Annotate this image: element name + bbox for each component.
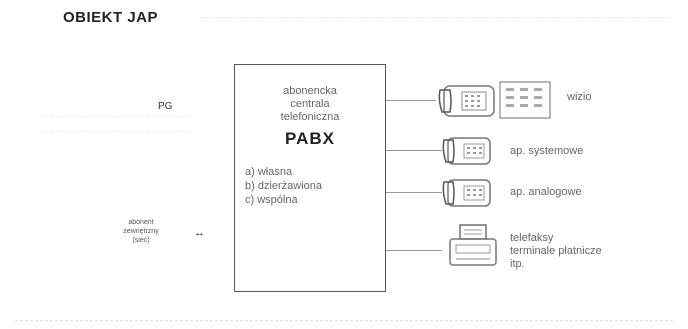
pabx-option: c) wspólna	[245, 194, 298, 206]
external-subscriber-note: abonent zewnętrzny (sieć)	[113, 218, 169, 245]
connector-line	[386, 192, 442, 193]
analog-phone-icon	[442, 176, 494, 210]
pabx-desc-line: abonencka	[283, 85, 337, 97]
device-label: ap. analogowe	[510, 186, 582, 198]
device-label: telefaksy terminale płatnicze itp.	[510, 232, 602, 271]
device-label-line: itp.	[510, 258, 525, 270]
pabx-box: abonencka centrala telefoniczna PABX a) …	[234, 64, 386, 292]
bidirectional-arrow: ↔	[194, 227, 205, 239]
device-label: ap. systemowe	[510, 145, 584, 157]
connector-line	[386, 100, 436, 101]
decorative-band	[40, 116, 190, 132]
note-line: abonent	[128, 219, 154, 226]
pg-label: PG	[158, 101, 173, 112]
note-line: (sieć)	[132, 237, 150, 244]
connector-line	[386, 150, 442, 151]
pabx-name: PABX	[285, 129, 335, 148]
pabx-option: b) dzierżawiona	[245, 180, 323, 192]
pabx-desc-line: centrala	[290, 98, 330, 110]
device-label-line: telefaksy	[510, 232, 554, 244]
note-line: zewnętrzny	[123, 228, 159, 235]
device-label-line: terminale płatnicze	[510, 245, 602, 257]
pabx-description: abonencka centrala telefoniczna	[235, 85, 385, 124]
pabx-options: a) własna b) dzierżawiona c) wspólna	[245, 165, 322, 207]
page-title: OBIEKT JAP	[63, 9, 159, 26]
video-phone-icon	[436, 78, 556, 122]
pabx-desc-line: telefoniczna	[280, 111, 340, 123]
system-phone-icon	[442, 134, 494, 168]
device-label: wizio	[567, 91, 592, 103]
pabx-option: a) własna	[245, 166, 293, 178]
decorative-rule	[200, 17, 670, 18]
fax-icon	[446, 222, 500, 270]
bottom-rule	[15, 320, 673, 321]
connector-line	[386, 250, 442, 251]
